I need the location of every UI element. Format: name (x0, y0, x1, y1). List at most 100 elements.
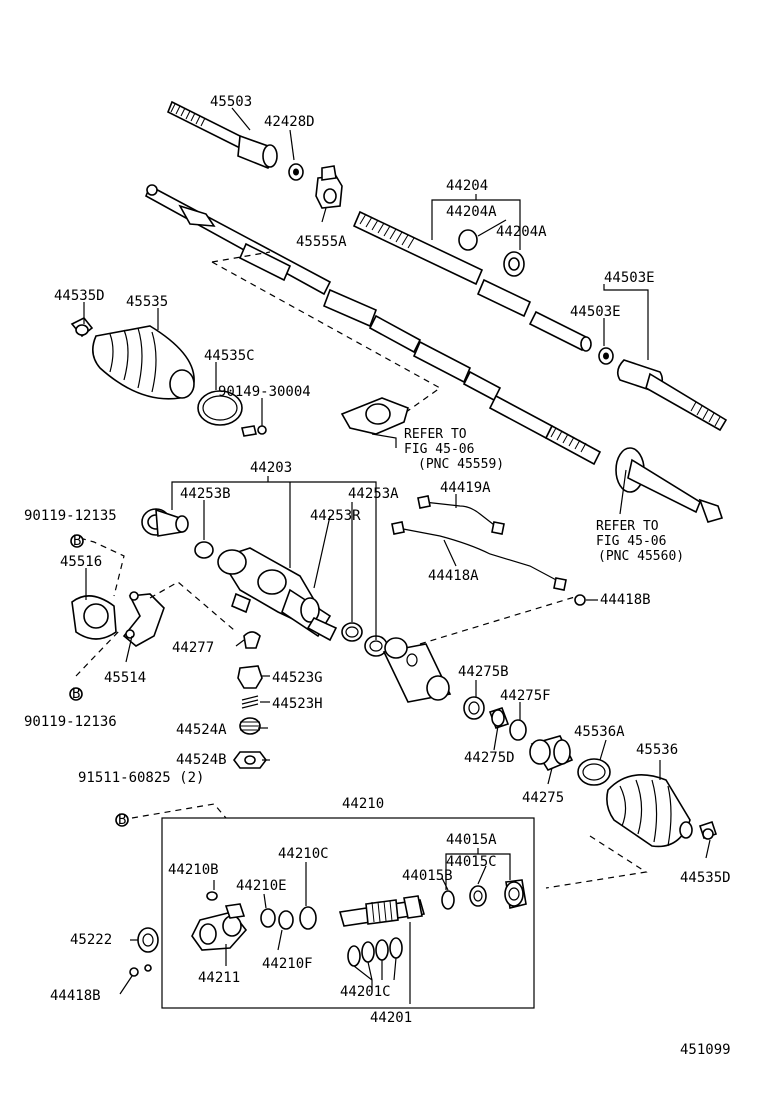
label-44253a: 44253A (348, 486, 399, 502)
label-44535d-right: 44535D (680, 870, 731, 886)
bearing-44015a (504, 879, 527, 909)
o-ring-44253r (341, 622, 363, 642)
rack-housing-tube (144, 184, 602, 466)
reference-line-cylinder (419, 595, 579, 645)
label-44275b: 44275B (458, 664, 509, 680)
bearing-44210e (260, 908, 276, 928)
label-45535: 45535 (126, 294, 168, 310)
label-90119-12136: 90119-12136 (24, 714, 117, 730)
label-44524a: 44524A (176, 722, 227, 738)
ref2-line1: REFER TO (596, 519, 659, 534)
boot-clamp-44535d-left (70, 316, 94, 338)
boot-clamp-45536a (577, 758, 611, 786)
label-45516: 45516 (60, 554, 102, 570)
label-44015c: 44015C (446, 854, 497, 870)
label-91511-60825: 91511-60825 (2) (78, 770, 204, 786)
label-44210: 44210 (342, 796, 384, 812)
tie-rod-end-right (598, 347, 728, 432)
boot-clamp-44535d-right (698, 820, 718, 840)
ref2-line2: FIG 45-06 (596, 534, 666, 549)
bolt-marker-label: B (72, 686, 80, 702)
label-44535d-left: 44535D (54, 288, 105, 304)
spring-cap-44524a (239, 717, 261, 735)
o-ring-44275f (509, 719, 527, 741)
label-44210b: 44210B (168, 862, 219, 878)
label-44418b-bottom: 44418B (50, 988, 101, 1004)
union-44418b (574, 594, 586, 606)
bolt-marker-label: B (118, 812, 126, 828)
rack-end-flange (615, 447, 724, 523)
label-44523h: 44523H (272, 696, 323, 712)
part-labels: 45503 42428D 45555A 44204 44204A 44204A … (24, 94, 731, 1058)
label-44015a: 44015A (446, 832, 497, 848)
rack-end-bushing-44275 (529, 735, 574, 772)
rack-bushing-45555a (315, 165, 343, 209)
label-44210f: 44210F (262, 956, 313, 972)
label-44204: 44204 (446, 178, 488, 194)
ref1-line3: (PNC 45559) (418, 457, 504, 472)
bolt-marker-91511-60825: B (115, 812, 129, 828)
label-44253r: 44253R (310, 508, 361, 524)
label-90119-12135: 90119-12135 (24, 508, 117, 524)
rack-housing-44203 (217, 547, 338, 642)
label-44203: 44203 (250, 460, 292, 476)
label-44275d: 44275D (464, 750, 515, 766)
o-ring-44210c (299, 906, 317, 930)
seal-rings-44201c (347, 937, 403, 967)
label-44204a-2: 44204A (496, 224, 547, 240)
label-42428d: 42428D (264, 114, 315, 130)
dust-seal-45222 (137, 927, 159, 953)
universal-joint-44211 (191, 903, 248, 951)
reference-line-to-44210 (131, 803, 227, 819)
label-90149-30004: 90149-30004 (218, 384, 311, 400)
bolt-marker-90119-12135: B (70, 533, 84, 549)
bracket-45514 (122, 591, 165, 647)
oil-seal-44015c (469, 885, 487, 907)
label-44277: 44277 (172, 640, 214, 656)
bracket-cushion-45516 (71, 595, 117, 640)
union-44418b-bottom (129, 964, 152, 977)
reference-line-right-boot (545, 835, 648, 889)
boot-clamp-44535c (197, 390, 243, 426)
reference-line-bracket (79, 537, 125, 597)
bearing-44275b (463, 696, 485, 720)
ref1-line1: REFER TO (404, 427, 467, 442)
tie-rod-lock-nut-42428d (288, 163, 304, 181)
o-ring-44015b (441, 890, 455, 910)
spring-44523h (241, 695, 259, 709)
label-44015b: 44015B (402, 868, 453, 884)
valve-assembly-box-44210 (161, 817, 535, 1009)
reference-line-top-left (211, 251, 271, 263)
label-45514: 45514 (104, 670, 146, 686)
label-45222: 45222 (70, 932, 112, 948)
pressure-tube-44419a (417, 495, 505, 535)
lock-nut-44524b (233, 751, 267, 769)
ref2-line3: (PNC 45560) (598, 549, 684, 564)
reference-line-housing (149, 581, 235, 631)
dust-boot-45536 (606, 774, 693, 848)
dust-boot-45535 (92, 325, 195, 400)
label-44524b: 44524B (176, 752, 227, 768)
reference-note-45559: REFER TO FIG 45-06 (PNC 45559) (404, 427, 504, 472)
cylinder-tube (382, 637, 452, 703)
label-44523g: 44523G (272, 670, 323, 686)
control-valve-shaft-44201 (338, 895, 426, 927)
o-ring-44253b (194, 541, 214, 559)
label-44201c: 44201C (340, 984, 391, 1000)
label-44275: 44275 (522, 790, 564, 806)
reference-note-45560: REFER TO FIG 45-06 (PNC 45560) (596, 519, 684, 564)
ref1-line2: FIG 45-06 (404, 442, 474, 457)
rack-bushing-44204a (503, 251, 525, 277)
label-44418b-top: 44418B (600, 592, 651, 608)
bolt-44210b (206, 891, 218, 901)
bolt-marker-label: B (73, 533, 81, 549)
ring-44210f (278, 910, 294, 930)
label-44535c: 44535C (204, 348, 255, 364)
tie-rod-end-left (166, 100, 278, 169)
label-45503: 45503 (210, 94, 252, 110)
steering-rack-44204 (352, 210, 484, 286)
diagram-id: 451099 (680, 1042, 731, 1058)
bolt-marker-90119-12136: B (69, 686, 83, 702)
bushing-44275d (488, 706, 510, 730)
